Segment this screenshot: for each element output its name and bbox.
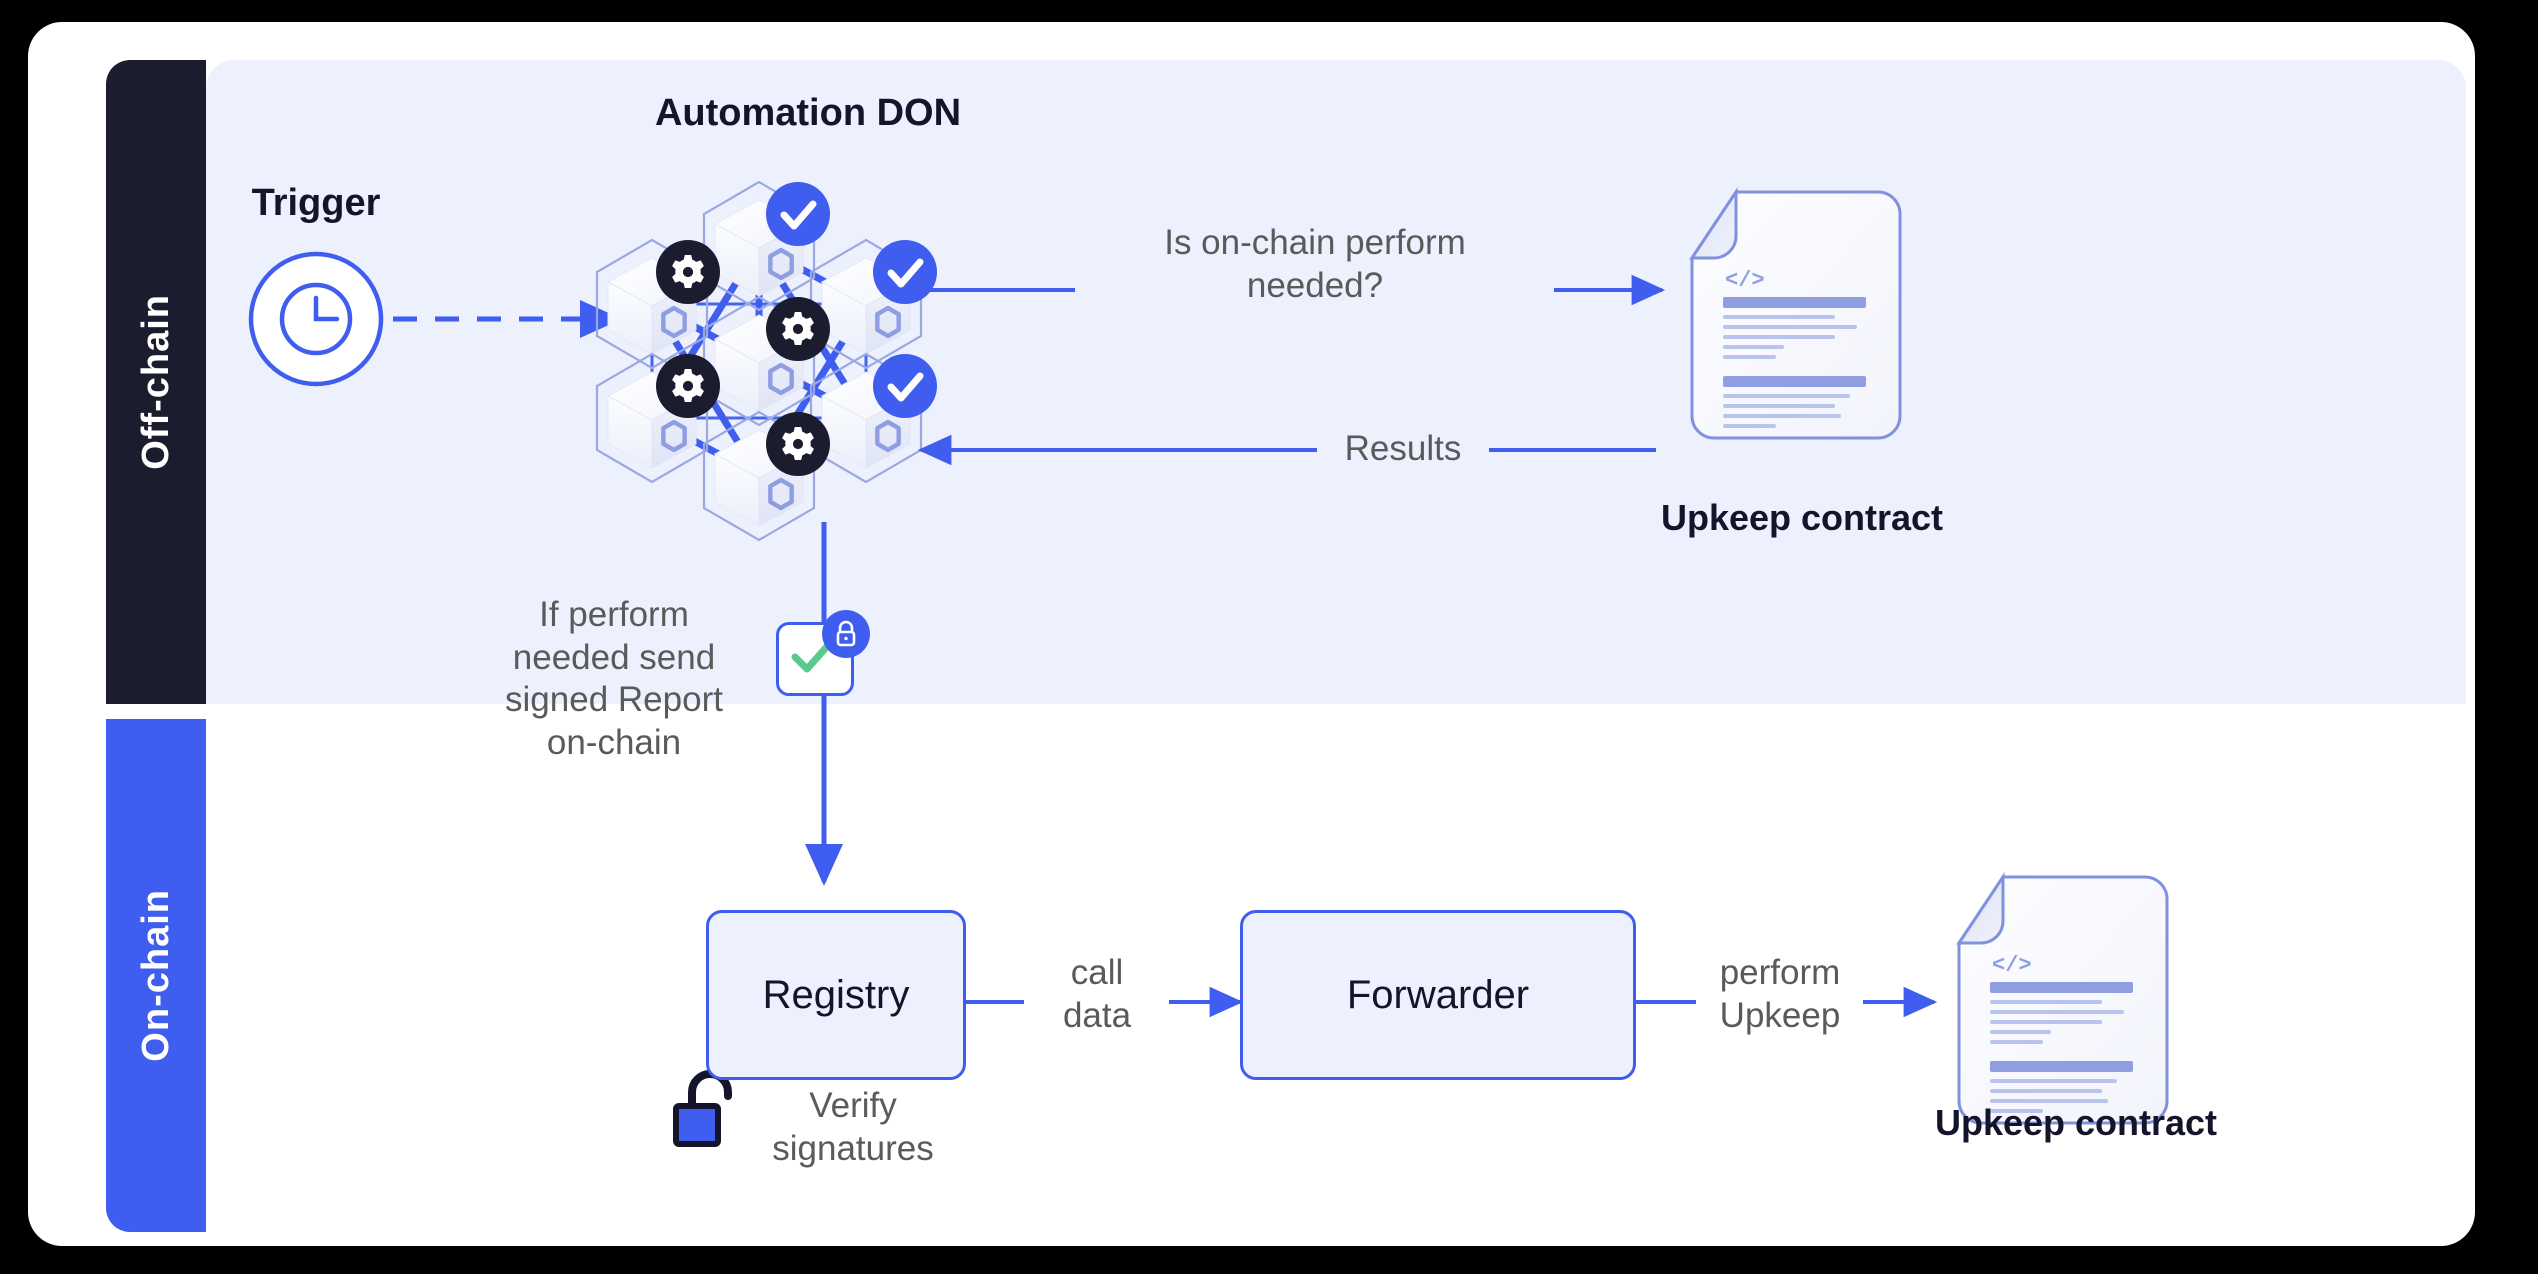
node-badge-gear-center [766,297,830,361]
forwarder-box[interactable]: Forwarder [1240,910,1636,1080]
node-badge-check-upper-right [873,240,937,304]
question-label-line2: needed? [1246,265,1384,305]
call-data-label: call data [1024,952,1170,1037]
diagram-card: Off-chain On-chain [28,22,2475,1246]
perform-upkeep-label: perform Upkeep [1692,952,1868,1037]
upkeep-contract-label-offchain: Upkeep contract [1660,497,1944,538]
upkeep-contract-label-onchain: Upkeep contract [1934,1102,2218,1143]
lock-closed-icon [822,610,870,658]
node-badge-gear-bottom [766,412,830,476]
perform-upkeep-line-1: perform [1719,953,1841,992]
question-label: Is on-chain perform needed? [1075,222,1555,307]
trigger-label: Trigger [251,182,381,224]
check-icon [791,638,835,673]
signed-report-badge [776,610,872,700]
call-data-line-1: call [1070,953,1124,992]
don-title: Automation DON [654,92,962,134]
signed-report-note-line-3: signed Report [505,680,723,720]
node-badge-check-top [766,182,830,246]
offchain-panel-background [206,60,2466,704]
call-data-line-2: data [1062,995,1132,1035]
rail-off-chain: Off-chain [106,60,206,704]
perform-upkeep-line-2: Upkeep [1719,995,1841,1035]
verify-signatures-line-2: signatures [772,1128,934,1168]
rail-on-chain: On-chain [106,719,206,1232]
signed-report-note-line-4: on-chain [546,723,682,763]
upkeep-contract-document-offchain [1690,190,1902,440]
upkeep-contract-document-onchain [1957,875,2169,1125]
verify-signatures-label: Verify signatures [738,1085,968,1170]
diagram-vector-layer: </> [248,22,2169,1147]
lock-open-icon [673,1070,732,1147]
trigger-clock-icon [248,251,384,387]
node-badge-check-lower-right [873,354,937,418]
signed-report-note-line-2: needed send [512,637,716,677]
question-label-line1: Is on-chain perform [1164,223,1466,262]
node-badge-gear-upper-left [656,240,720,304]
signed-report-note-line-1: If perform [539,595,689,634]
verify-signatures-line-1: Verify [809,1086,897,1125]
signed-report-note: If perform needed send signed Report on-… [480,594,748,765]
registry-box[interactable]: Registry [706,910,966,1080]
results-label: Results [1344,429,1462,468]
node-badge-gear-lower-left [656,354,720,418]
